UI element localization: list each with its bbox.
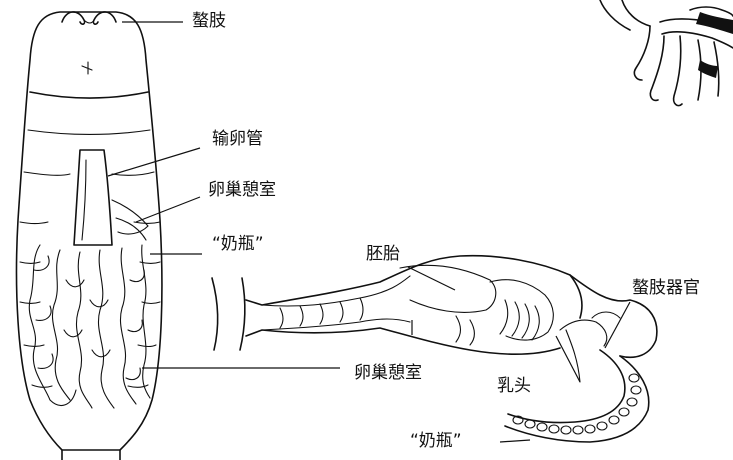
nursing-bottle-rings bbox=[513, 374, 641, 434]
label-oviduct: 输卵管 bbox=[212, 131, 263, 148]
label-ovarian-diverticulum-upper: 卵巢憩室 bbox=[208, 182, 276, 199]
label-chelicera-organ: 螯肢器官 bbox=[632, 280, 700, 297]
label-teat: 乳头 bbox=[497, 378, 531, 395]
label-ovarian-diverticulum-lower: 卵巢憩室 bbox=[354, 365, 422, 382]
scorpion-legs-illustration bbox=[600, 0, 733, 106]
label-nursing-bottle-bottom: “奶瓶” bbox=[410, 433, 462, 450]
diverticulum-enlarged bbox=[212, 256, 657, 442]
label-embryo: 胚胎 bbox=[366, 246, 400, 263]
label-nursing-bottle-left: “奶瓶” bbox=[212, 236, 264, 253]
scorpion-body bbox=[17, 12, 162, 460]
label-chelicera: 螯肢 bbox=[192, 13, 226, 30]
